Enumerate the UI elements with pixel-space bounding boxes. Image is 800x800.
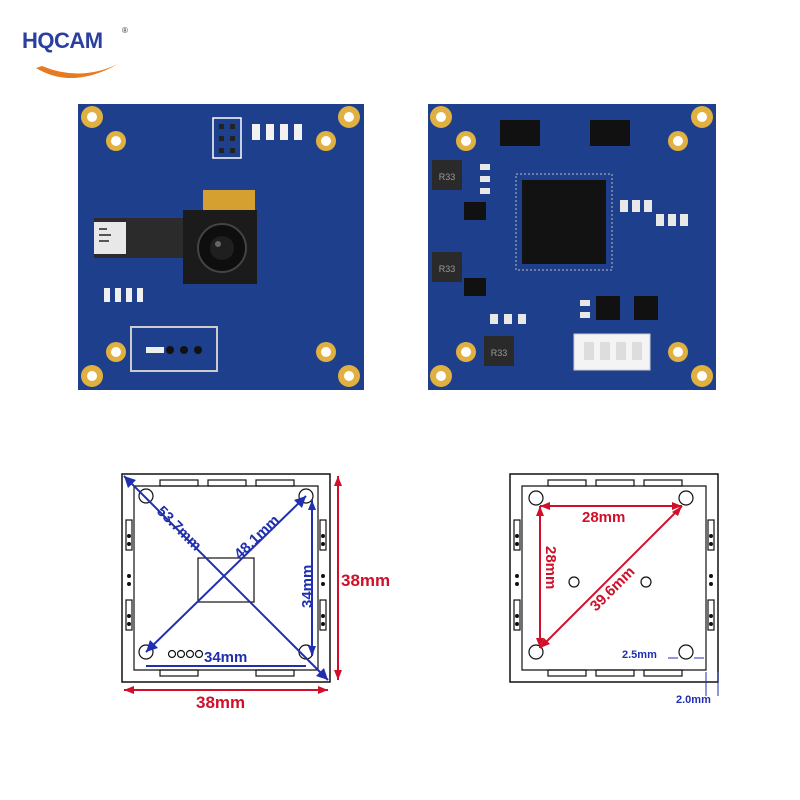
front-corner-holes — [81, 106, 360, 387]
inductor-label-3: R33 — [491, 348, 508, 358]
back-mount-holes — [456, 131, 688, 362]
logo-swoosh-icon — [36, 64, 118, 78]
front-pcb-photo — [78, 104, 364, 390]
back-corner-holes — [430, 106, 713, 387]
back-hole-dia-label: 2.5mm — [622, 649, 657, 661]
front-board-height-label: 38mm — [341, 571, 390, 590]
front-dimension-drawing: 53.7mm 48.1mm 34mm 34mm 38mm 38mm — [121, 473, 390, 712]
main-processor-chip — [522, 180, 606, 264]
back-hole-span-h-label: 28mm — [582, 509, 625, 526]
back-pcb-photo: R33 R33 R33 — [428, 104, 716, 390]
back-edge-gap-label: 2.0mm — [676, 694, 711, 706]
back-dimension-drawing: 28mm 28mm 39.6mm 2.5mm 2.0mm — [509, 473, 719, 706]
brand-name: HQCAM — [22, 28, 103, 53]
front-mount-holes — [106, 131, 336, 362]
front-board-width-label: 38mm — [196, 693, 245, 712]
registered-mark: ® — [122, 26, 128, 35]
brand-logo: HQCAM ® — [22, 26, 132, 78]
back-outline — [509, 473, 719, 683]
front-hole-span-h-label: 34mm — [204, 649, 247, 666]
front-hole-span-v-label: 34mm — [299, 565, 316, 608]
front-pin-header — [130, 326, 218, 372]
inductor-label-1: R33 — [439, 172, 456, 182]
back-hole-span-v-label: 28mm — [542, 546, 559, 589]
inductor-label-2: R33 — [439, 264, 456, 274]
